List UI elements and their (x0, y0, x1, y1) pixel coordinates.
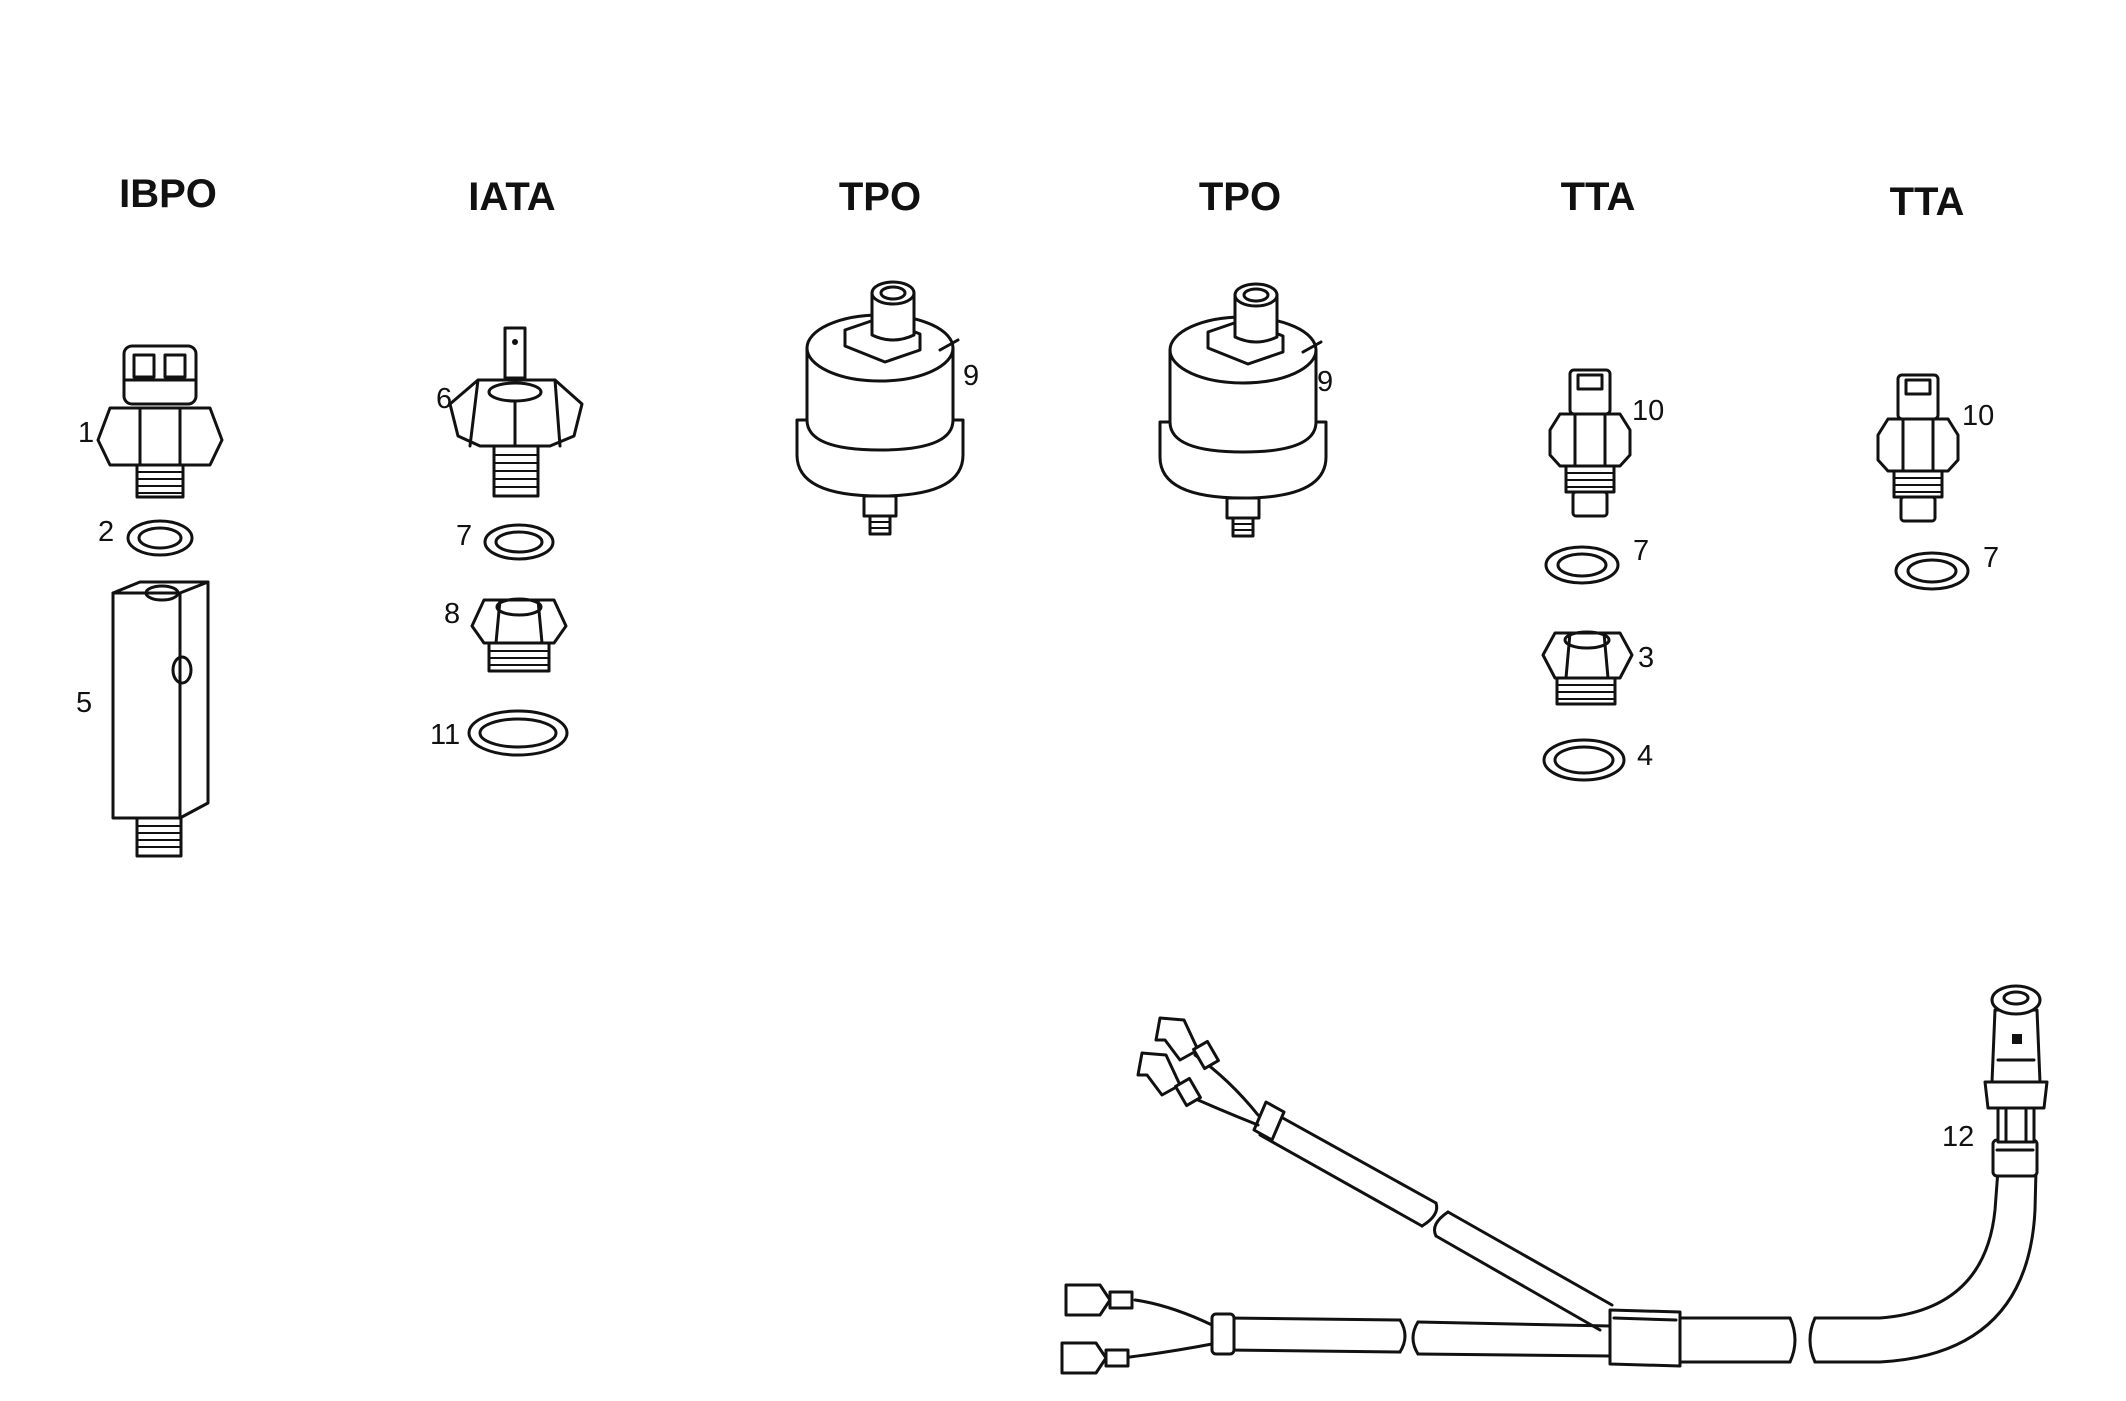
callout-6: 6 (436, 383, 452, 415)
header-tpo-1: TPO (839, 175, 921, 219)
callout-2: 2 (98, 516, 114, 548)
callout-5: 5 (76, 687, 92, 719)
washer-icon (467, 709, 569, 757)
callout-7c: 7 (1983, 542, 1999, 574)
callout-9b: 9 (1317, 366, 1333, 398)
temperature-sensor-icon (1876, 373, 1960, 523)
reducer-nut-icon (1541, 630, 1634, 706)
header-tta-1: TTA (1561, 175, 1636, 219)
washer-icon (126, 519, 194, 557)
callout-10a: 10 (1632, 395, 1664, 427)
pressure-sender-icon (1158, 282, 1328, 538)
header-tpo-2: TPO (1199, 175, 1281, 219)
washer-icon (1542, 738, 1626, 782)
header-ibpo: IBPO (119, 172, 217, 216)
wiring-harness-icon (1060, 1016, 2038, 1375)
callout-3: 3 (1638, 642, 1654, 674)
reducer-nut-icon (470, 597, 568, 673)
callout-8: 8 (444, 598, 460, 630)
callout-4: 4 (1637, 740, 1653, 772)
washer-icon (1544, 545, 1620, 585)
connector-plug-icon (1983, 984, 2049, 1178)
temperature-sensor-icon (1548, 368, 1632, 518)
header-iata: IATA (468, 175, 555, 219)
callout-10b: 10 (1962, 400, 1994, 432)
tee-adapter-icon (111, 580, 210, 858)
header-tta-2: TTA (1890, 180, 1965, 224)
hex-pressure-switch-icon (448, 326, 584, 498)
pressure-sender-icon (795, 280, 965, 536)
callout-7a: 7 (456, 520, 472, 552)
callout-1: 1 (78, 417, 94, 449)
washer-icon (483, 523, 555, 561)
callout-11: 11 (430, 719, 460, 751)
callout-7b: 7 (1633, 535, 1649, 567)
pressure-switch-icon (96, 344, 224, 499)
callout-12: 12 (1942, 1121, 1974, 1153)
washer-icon (1894, 551, 1970, 591)
callout-9a: 9 (963, 360, 979, 392)
